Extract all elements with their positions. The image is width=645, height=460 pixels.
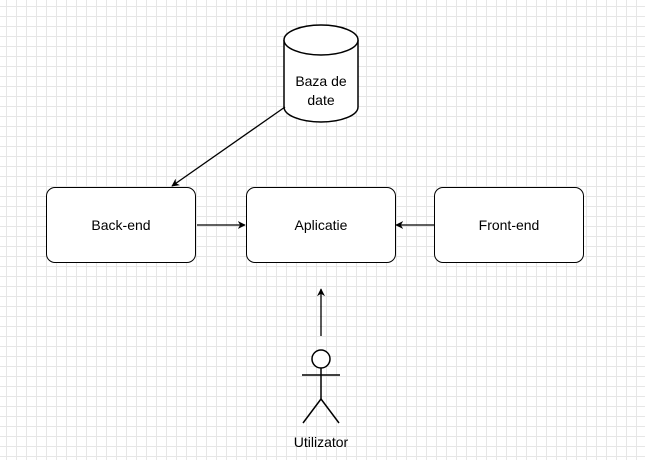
edge-database-to-backend [171, 106, 286, 187]
frontend-node[interactable]: Front-end [434, 187, 584, 263]
database-cylinder[interactable] [283, 24, 359, 123]
database-label-line1: Baza de [295, 73, 347, 89]
actor-label: Utilizator [293, 434, 349, 450]
backend-label: Back-end [91, 217, 151, 233]
application-node[interactable]: Aplicatie [246, 187, 396, 263]
frontend-label: Front-end [478, 217, 540, 233]
database-label-line2: date [307, 92, 335, 108]
actor-figure[interactable] [302, 349, 340, 424]
application-label: Aplicatie [294, 217, 348, 233]
backend-node[interactable]: Back-end [46, 187, 196, 263]
database-label: Baza de date [284, 72, 358, 110]
